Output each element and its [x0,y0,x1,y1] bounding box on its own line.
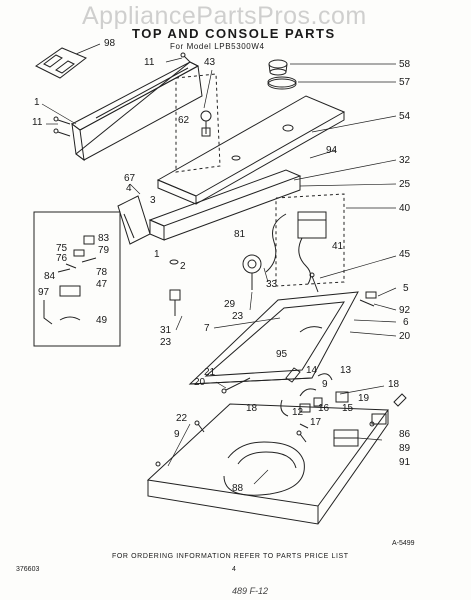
callout-57: 57 [399,77,411,88]
callout-49: 49 [96,315,108,326]
page-number: 4 [232,566,236,573]
callout-22: 22 [176,413,188,424]
callout-18b: 18 [246,403,258,414]
callout-17: 17 [310,417,322,428]
callout-29: 29 [224,299,236,310]
callout-79: 79 [98,245,110,256]
callout-20b: 20 [194,377,206,388]
callout-97: 97 [38,287,50,298]
callout-40: 40 [399,203,411,214]
watermark: AppliancePartsPros.com [82,2,367,30]
callout-6: 6 [403,317,409,328]
callout-1b: 1 [154,249,160,260]
screws-11 [53,52,191,137]
callout-54: 54 [399,111,411,122]
part-98-bracket [35,47,87,79]
callout-81: 81 [234,229,246,240]
part-54-console-top [156,95,346,205]
part-22-cabinet-top [146,403,389,525]
inset-parts [43,235,97,325]
callout-7: 7 [204,323,210,334]
part-21-hinge-rod [221,377,251,394]
part-43-62-group [175,73,221,173]
callout-9b: 9 [174,429,180,440]
callout-32: 32 [399,155,411,166]
callout-16: 16 [318,403,330,414]
callout-25: 25 [399,179,411,190]
callout-21: 21 [204,367,216,378]
part-32-rear-channel [148,169,302,241]
part-57-dial [267,76,297,90]
callout-94: 94 [326,145,338,156]
part-7-lid [188,291,359,385]
figure-code: A-5499 [392,540,415,547]
callout-23b: 23 [160,337,172,348]
callout-19: 19 [358,393,370,404]
callout-2: 2 [180,261,186,272]
callout-12: 12 [292,407,304,418]
callout-45: 45 [399,249,411,260]
handwritten-note: 489 F-12 [232,586,269,596]
part-62-switch [200,110,212,137]
callout-98: 98 [104,38,116,49]
callout-47: 47 [96,279,108,290]
callout-62: 62 [178,115,190,126]
part-40-timer-group [275,193,345,287]
callout-43: 43 [204,57,216,68]
callout-76: 76 [56,253,68,264]
callout-67: 67 [124,173,136,184]
callout-92: 92 [399,305,411,316]
callout-9: 9 [322,379,328,390]
screws-9 [194,420,307,443]
callout-3: 3 [150,195,156,206]
callout-83: 83 [98,233,110,244]
callout-20: 20 [399,331,411,342]
callout-88: 88 [232,483,244,494]
diagram-title: TOP AND CONSOLE PARTS [132,26,336,41]
lid-switch-cluster [280,367,349,429]
part-5-92-latch [359,291,377,307]
callout-5: 5 [403,283,409,294]
callout-11b: 11 [32,117,43,128]
callout-41: 41 [332,241,344,252]
callout-1: 1 [34,97,40,108]
part-29-motor [242,254,262,290]
callout-13: 13 [340,365,352,376]
part-81-wire-harness [265,213,287,273]
model-label: For Model LPB5300W4 [170,42,265,51]
part-95-hinge [299,326,323,333]
part-58-knob [268,59,288,76]
callout-95: 95 [276,349,288,360]
callout-11: 11 [144,57,155,68]
callout-91: 91 [399,457,411,468]
callout-58: 58 [399,59,411,70]
inset-box [33,211,121,347]
callout-89: 89 [399,443,411,454]
callout-84: 84 [44,271,56,282]
leader-lines [41,43,397,485]
callout-14: 14 [306,365,318,376]
part-1-console-panel [71,61,203,162]
fasteners-2-31 [169,259,181,316]
callout-31: 31 [160,325,172,336]
callout-18: 18 [388,379,400,390]
callout-86: 86 [399,429,411,440]
callout-4: 4 [126,183,132,194]
callout-78: 78 [96,267,108,278]
callout-15: 15 [342,403,354,414]
part-4-end-bracket [117,195,151,245]
callout-23: 23 [232,311,244,322]
ordering-footer: FOR ORDERING INFORMATION REFER TO PARTS … [112,553,349,560]
doc-code: 376603 [16,566,40,573]
part-45-screw [309,272,319,293]
callout-75: 75 [56,243,68,254]
callout-33: 33 [266,279,278,290]
